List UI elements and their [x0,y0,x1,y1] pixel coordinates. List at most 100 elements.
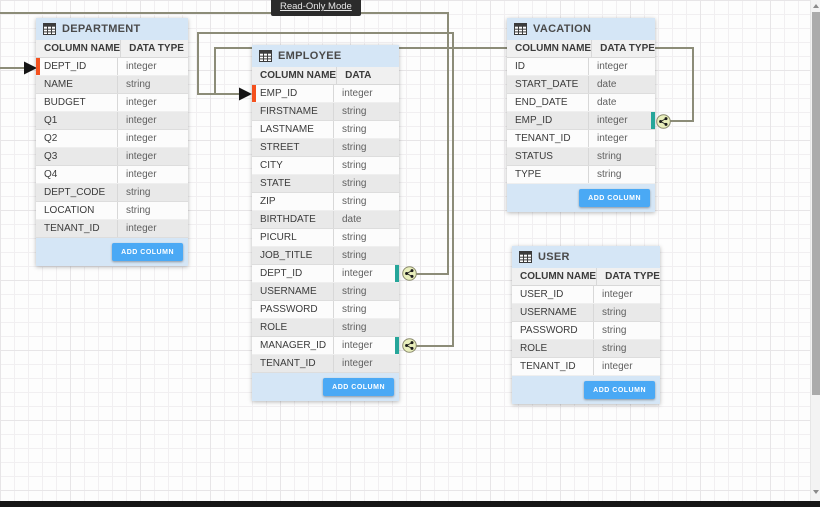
diagram-canvas[interactable]: Read-Only Mode DEPARTMENT COLUMN NAME DA… [0,0,810,501]
column-name: LOCATION [44,205,95,216]
scroll-up-icon[interactable] [813,4,819,8]
column-name: USERNAME [260,286,317,297]
column-header-row: COLUMN NAME DATA TYPE [252,67,399,99]
column-type: integer [117,220,188,237]
add-column-button[interactable]: ADD COLUMN [584,381,655,399]
wire-employee-managerid-to-empid [197,32,454,347]
table-title: DEPARTMENT [62,23,141,35]
table-grid-icon [514,23,527,35]
add-column-button[interactable]: ADD COLUMN [323,378,394,396]
column-row-state[interactable]: STATE string [252,175,399,193]
table-header[interactable]: VACATION [507,18,655,40]
table-grid-icon [259,50,272,62]
column-name: START_DATE [515,79,579,90]
column-name: EMP_ID [260,88,298,99]
column-type: string [333,193,399,210]
column-name: Q4 [44,169,58,180]
column-type: string [333,139,399,156]
column-name: Q2 [44,133,58,144]
vertical-scrollbar-thumb[interactable] [812,12,820,395]
column-row-emp_id[interactable]: EMP_ID integer [252,85,399,103]
foreign-key-connector-icon[interactable] [402,338,417,353]
entity-table-department: DEPARTMENT COLUMN NAME DATA TYPE DEPT_ID… [36,18,188,266]
column-type: string [333,103,399,120]
column-name: NAME [44,79,73,90]
column-name: Q1 [44,115,58,126]
read-only-mode-badge: Read-Only Mode [271,0,361,16]
vertical-scrollbar[interactable] [810,0,820,501]
column-row-emp_id[interactable]: EMP_ID integer [507,112,655,130]
entity-table-employee: EMPLOYEE COLUMN NAME DATA TYPE EMP_ID int… [252,45,399,401]
column-name: TENANT_ID [260,358,316,369]
data-type-header: DATA TYPE [120,40,188,57]
foreign-key-connector-icon[interactable] [656,114,671,129]
column-type: integer [333,85,399,102]
column-type: string [593,304,660,321]
add-column-button[interactable]: ADD COLUMN [112,243,183,261]
foreign-key-connector-icon[interactable] [402,266,417,281]
wire-employee-deptid-to-department [0,12,449,275]
column-type: string [593,340,660,357]
column-type: string [117,202,188,219]
data-type-header: DATA TYPE [336,67,399,99]
column-row-tenant_id[interactable]: TENANT_ID integer [507,130,655,148]
column-name: TYPE [515,169,542,180]
column-name: USER_ID [520,289,564,300]
column-type: string [593,322,660,339]
horizontal-scrollbar-thumb[interactable] [0,501,820,507]
table-header[interactable]: EMPLOYEE [252,45,399,67]
column-row-location[interactable]: LOCATION string [36,202,188,220]
table-header[interactable]: USER [512,246,660,268]
column-type: string [333,157,399,174]
column-type: integer [588,130,655,147]
column-name: EMP_ID [515,115,553,126]
column-name: END_DATE [515,97,568,108]
add-column-button[interactable]: ADD COLUMN [579,189,650,207]
column-type: integer [588,112,655,129]
column-name: JOB_TITLE [260,250,313,261]
column-name-header: COLUMN NAME [260,70,337,81]
column-name: TENANT_ID [515,133,571,144]
scroll-down-icon[interactable] [813,490,819,494]
column-name: STATE [260,178,291,189]
table-header[interactable]: DEPARTMENT [36,18,188,40]
table-footer: ADD COLUMN [36,238,188,266]
horizontal-scrollbar[interactable] [0,501,820,508]
column-name: TENANT_ID [520,361,576,372]
column-type: string [333,175,399,192]
